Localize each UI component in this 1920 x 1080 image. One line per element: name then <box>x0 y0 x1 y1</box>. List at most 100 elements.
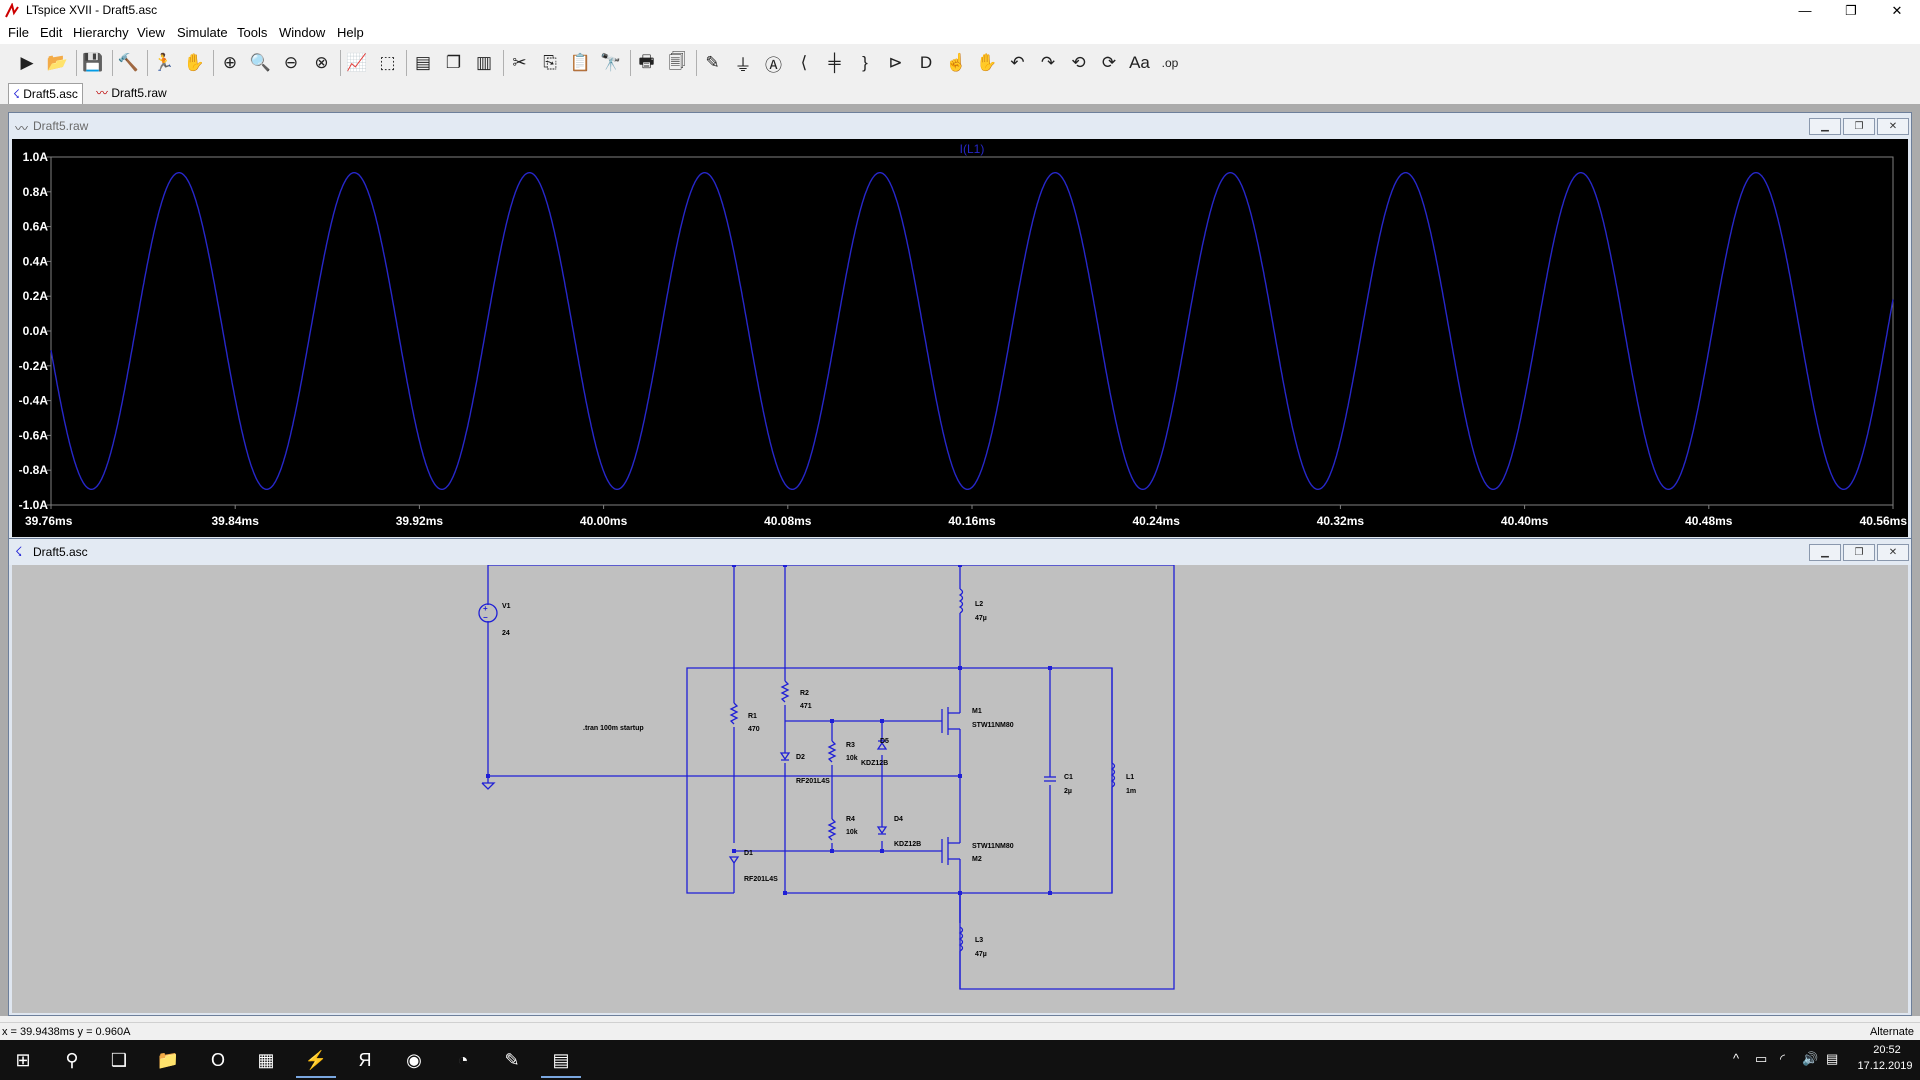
child-restore-button[interactable]: ❐ <box>1843 118 1875 135</box>
component-icon[interactable]: D <box>919 53 933 72</box>
d1-symbol[interactable] <box>728 856 740 865</box>
l2-value: 47µ <box>975 615 987 622</box>
inductor-icon[interactable]: } <box>862 53 868 72</box>
spice-directive-icon[interactable]: .op <box>1161 56 1179 70</box>
paste-icon[interactable]: 📋 <box>569 53 592 72</box>
battery-icon[interactable]: ▭ <box>1755 1051 1768 1066</box>
menu-hierarchy[interactable]: Hierarchy <box>73 25 129 40</box>
save-icon[interactable]: 💾 <box>82 53 104 72</box>
zoom-fit-icon[interactable]: 🔍 <box>249 53 272 72</box>
m2-symbol[interactable] <box>941 837 960 865</box>
menu-view[interactable]: View <box>137 25 165 40</box>
winrar-icon[interactable]: ▤ <box>541 1044 581 1078</box>
tray-overflow-icon[interactable]: ^ <box>1733 1051 1740 1066</box>
menu-edit[interactable]: Edit <box>40 25 63 40</box>
child-minimize-button[interactable]: ▁ <box>1809 544 1841 561</box>
blender-icon[interactable]: ◔ <box>457 1049 469 1070</box>
open-icon[interactable]: 📂 <box>46 53 69 72</box>
maximize-button[interactable]: ❐ <box>1845 3 1857 18</box>
trace-label-i-l1[interactable]: I(L1) <box>960 142 985 156</box>
zoom-in-icon[interactable]: ⊕ <box>222 53 238 72</box>
pencil-app-icon[interactable]: ✎ <box>504 1049 520 1070</box>
schematic-drawing[interactable]: + − <box>12 563 1908 1013</box>
wifi-icon[interactable]: ◜ <box>1780 1051 1786 1066</box>
tab-draft5-asc[interactable]: ☇ Draft5.asc <box>8 83 83 104</box>
run-icon[interactable]: ▶ <box>20 53 34 72</box>
rotate-icon[interactable]: ⟲ <box>1071 53 1086 72</box>
d2-symbol[interactable] <box>779 752 791 761</box>
find-icon[interactable]: 🔭 <box>600 53 622 72</box>
menu-simulate[interactable]: Simulate <box>177 25 228 40</box>
clock-date[interactable]: 17.12.2019 <box>1857 1060 1913 1072</box>
move-icon[interactable]: ☝ <box>945 53 968 72</box>
trace-i-l1[interactable] <box>50 172 1894 490</box>
zoom-out-icon[interactable]: ⊖ <box>283 53 299 72</box>
opera-icon[interactable]: O <box>210 1049 225 1070</box>
resistor-icon[interactable]: ⟨ <box>800 53 808 72</box>
ltspice-icon[interactable]: ⚡ <box>296 1044 336 1078</box>
menu-tools[interactable]: Tools <box>237 25 268 40</box>
l2-symbol[interactable] <box>958 588 964 614</box>
clock-time[interactable]: 20:52 <box>1873 1044 1901 1056</box>
app-icon[interactable]: ◉ <box>406 1049 422 1070</box>
pan-icon[interactable]: ✋ <box>183 53 206 72</box>
halt-icon[interactable]: 🏃 <box>153 53 175 72</box>
waveform-chart[interactable]: 1.0A0.8A0.6A0.4A0.2A0.0A-0.2A-0.4A-0.6A-… <box>12 139 1908 537</box>
capacitor-icon[interactable]: ╪ <box>828 53 841 72</box>
search-icon[interactable]: ⚲ <box>65 1049 79 1070</box>
wire-icon[interactable]: ✎ <box>705 53 720 72</box>
cascade-icon[interactable]: ❐ <box>445 53 462 72</box>
menu-file[interactable]: File <box>8 25 29 40</box>
ground-icon[interactable]: ⏚ <box>734 55 752 75</box>
start-icon[interactable]: ⊞ <box>15 1049 31 1070</box>
child-close-button[interactable]: ✕ <box>1877 544 1909 561</box>
schematic-window-titlebar[interactable]: ☇ Draft5.asc ▁ ❐ ✕ <box>9 539 1911 565</box>
autorange-icon[interactable]: 📈 <box>346 53 368 72</box>
menu-help[interactable]: Help <box>337 25 364 40</box>
spice-directive[interactable]: .tran 100m startup <box>583 725 644 732</box>
tab-draft5-raw[interactable]: 〰 Draft5.raw <box>92 83 171 103</box>
r4-symbol[interactable] <box>827 818 837 841</box>
calculator-icon[interactable]: ▦ <box>257 1049 275 1070</box>
r1-symbol[interactable] <box>729 702 739 725</box>
print-icon[interactable]: 🖶 <box>638 51 655 71</box>
c1-symbol[interactable] <box>1044 776 1056 782</box>
volume-icon[interactable]: 🔊 <box>1802 1051 1819 1066</box>
text-icon[interactable]: Aa <box>1129 53 1150 72</box>
minimize-button[interactable]: — <box>1798 3 1812 18</box>
waveform-window-titlebar[interactable]: 〰 Draft5.raw ▁ ❐ ✕ <box>9 113 1911 139</box>
m1-symbol[interactable] <box>941 707 960 735</box>
copy-icon[interactable]: ⎘ <box>543 53 557 72</box>
yandex-icon[interactable]: Я <box>358 1049 372 1070</box>
mirror-icon[interactable]: ⟳ <box>1101 53 1117 72</box>
label-icon[interactable]: Ⓐ <box>765 55 782 75</box>
undo-icon[interactable]: ↶ <box>1010 53 1025 72</box>
tile-horizontal-icon[interactable]: ▤ <box>414 53 432 72</box>
r2-symbol[interactable] <box>780 680 790 703</box>
zoom-cancel-icon[interactable]: ⊗ <box>314 53 329 72</box>
drag-icon[interactable]: ✋ <box>976 53 998 72</box>
notifications-icon[interactable]: ▤ <box>1826 1051 1839 1066</box>
file-explorer-icon[interactable]: 📁 <box>156 1049 180 1070</box>
menu-window[interactable]: Window <box>279 25 326 40</box>
v1-source-symbol[interactable]: + − <box>478 603 498 623</box>
d4-symbol[interactable] <box>876 826 888 835</box>
diode-icon[interactable]: ⊳ <box>888 53 903 72</box>
l1-symbol[interactable] <box>1110 762 1116 788</box>
l3-symbol[interactable] <box>958 926 964 952</box>
mark-icon[interactable]: ⬚ <box>379 53 396 72</box>
tile-vertical-icon[interactable]: ▥ <box>475 53 493 72</box>
control-panel-icon[interactable]: 🔨 <box>117 53 140 72</box>
close-button[interactable]: ✕ <box>1891 3 1903 18</box>
d5-symbol[interactable] <box>876 740 888 750</box>
task-view-icon[interactable]: ❑ <box>110 1049 128 1070</box>
redo-icon[interactable]: ↷ <box>1040 53 1056 72</box>
print-preview-icon[interactable]: 🗐 <box>668 51 686 71</box>
schematic-canvas[interactable]: + − <box>12 563 1908 1013</box>
r3-symbol[interactable] <box>827 740 837 763</box>
child-minimize-button[interactable]: ▁ <box>1809 118 1841 135</box>
child-close-button[interactable]: ✕ <box>1877 118 1909 135</box>
child-restore-button[interactable]: ❐ <box>1843 544 1875 561</box>
cut-icon[interactable]: ✂ <box>512 53 527 72</box>
